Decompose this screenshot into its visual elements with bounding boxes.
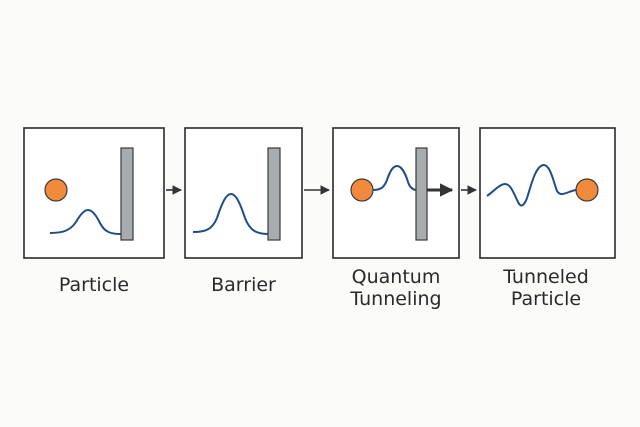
caption-line: Particle	[58, 274, 130, 296]
wave-packet	[192, 192, 269, 235]
caption-line: Quantum	[351, 266, 441, 288]
particle-dot	[44, 178, 68, 202]
barrier-wall	[415, 147, 428, 241]
wave-packet	[486, 164, 577, 207]
panel-quantum-tunneling	[332, 127, 460, 259]
panel-frame	[184, 127, 303, 259]
particle-dot	[350, 178, 374, 202]
caption-particle: Particle	[24, 274, 164, 296]
caption-tunneled-particle: Tunneled Particle	[476, 266, 616, 310]
particle-dot	[575, 178, 599, 202]
barrier-wall	[267, 147, 281, 241]
caption-line: Particle	[510, 288, 582, 310]
caption-quantum-tunneling: Quantum Tunneling	[326, 266, 466, 310]
wave-packet	[49, 208, 122, 235]
panel-particle	[23, 127, 165, 259]
barrier-wall	[120, 147, 134, 241]
wave-packet	[372, 164, 418, 191]
caption-line: Tunneled	[503, 266, 589, 288]
panel-barrier	[184, 127, 303, 259]
caption-line: Barrier	[211, 274, 276, 296]
caption-line: Tunneling	[350, 288, 442, 310]
caption-barrier: Barrier	[185, 274, 302, 296]
panel-tunneled-particle	[479, 127, 616, 259]
